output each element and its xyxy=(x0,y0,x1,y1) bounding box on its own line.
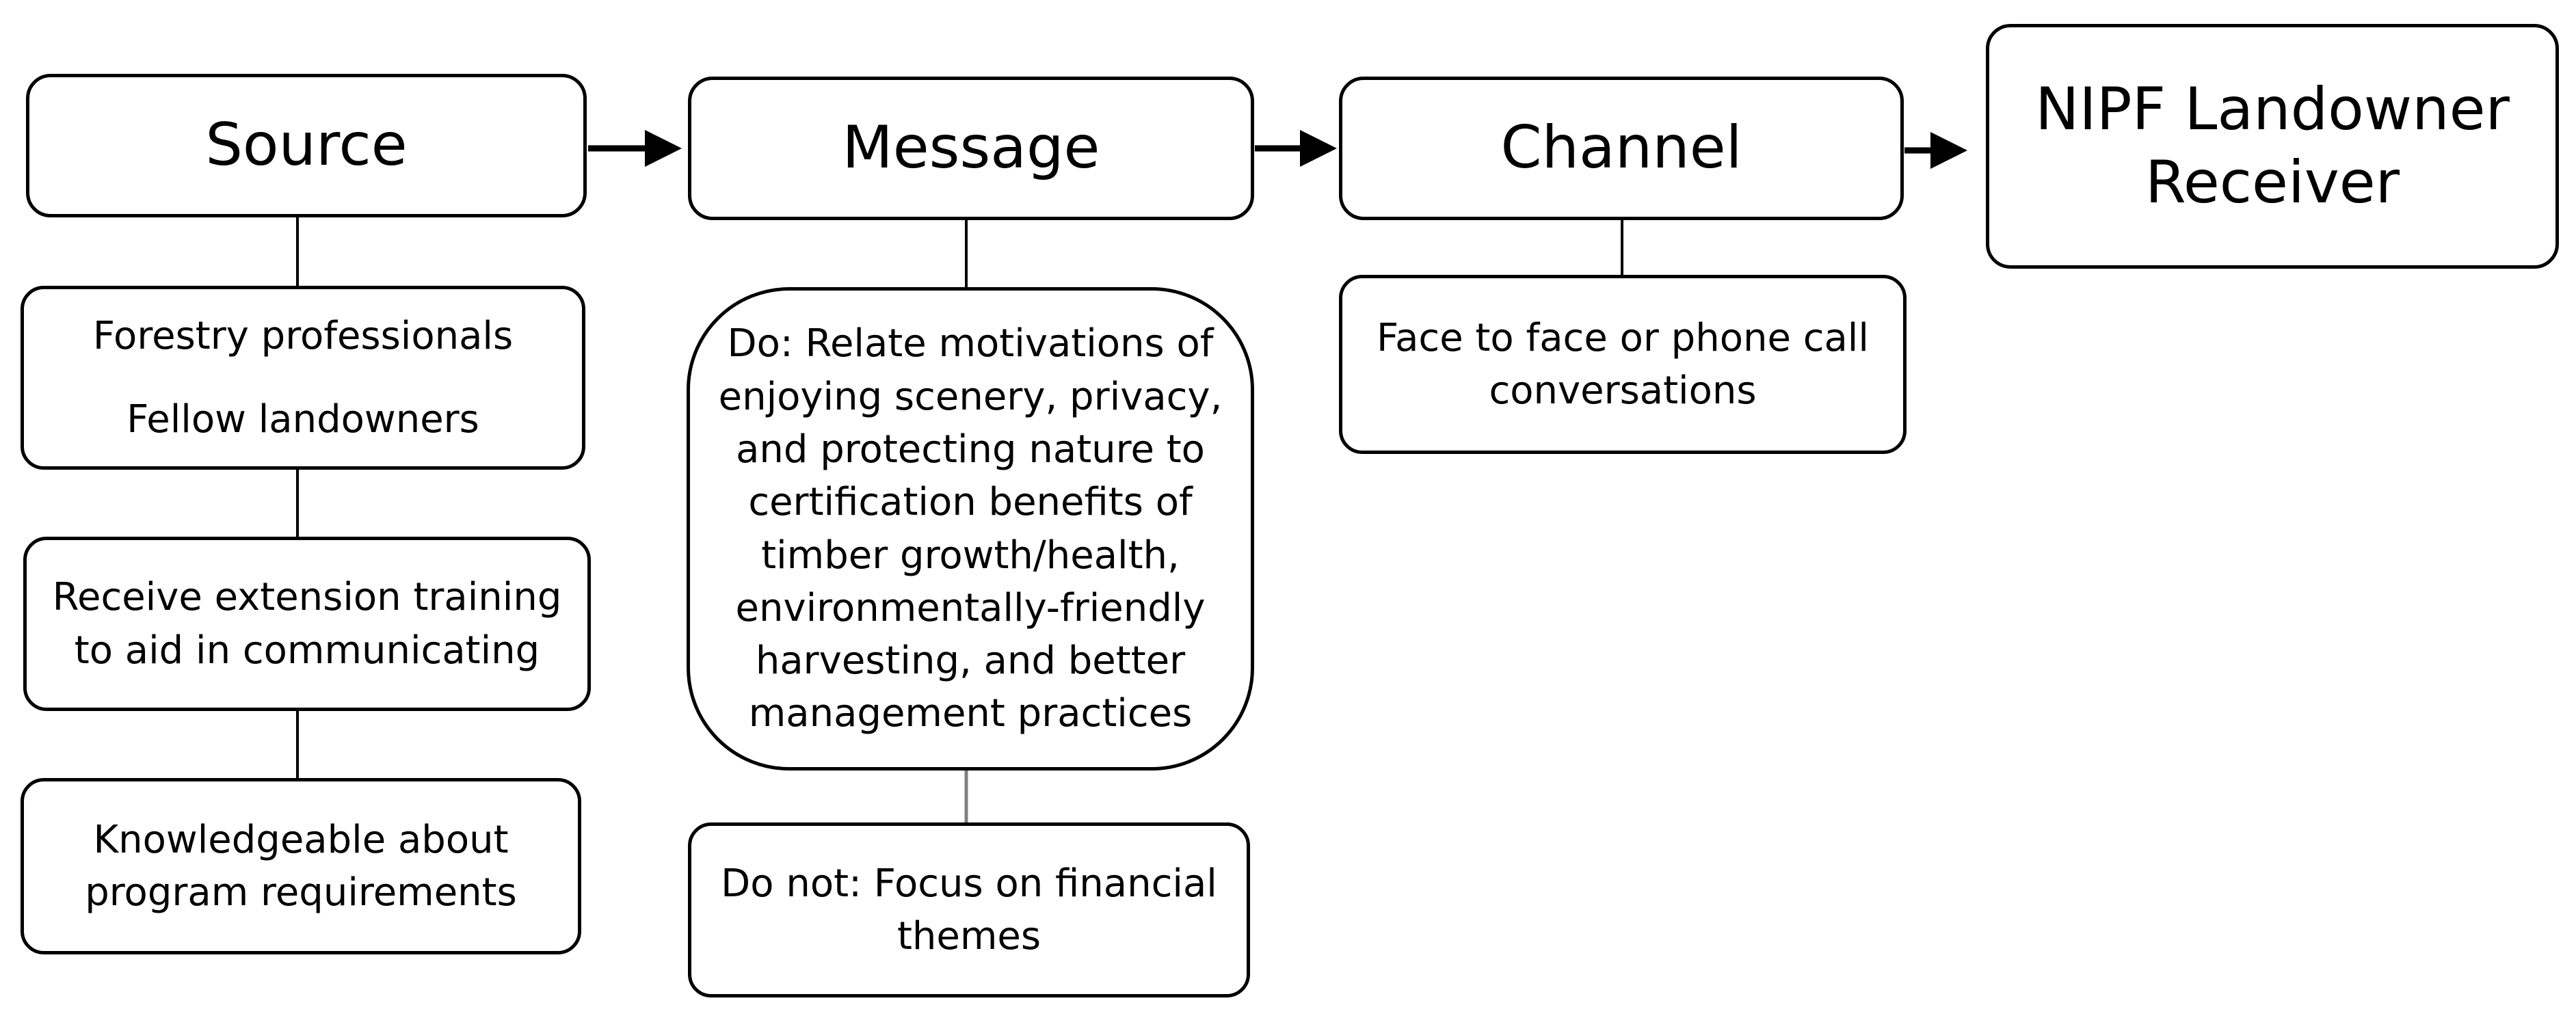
channel-box: Channel xyxy=(1339,77,1904,220)
channel-mode-text: Face to face or phone call conversations xyxy=(1377,315,1869,413)
source-who-line1: Forestry professionals xyxy=(92,314,514,359)
message-donot-text: Do not: Focus on financial themes xyxy=(721,861,1217,959)
source-who-box: Forestry professionals Fellow landowners xyxy=(21,286,585,470)
channel-label: Channel xyxy=(1500,113,1742,183)
source-box: Source xyxy=(26,74,587,217)
message-donot-box: Do not: Focus on financial themes xyxy=(688,822,1250,997)
source-training-box: Receive extension training to aid in com… xyxy=(23,537,591,711)
message-box: Message xyxy=(688,77,1254,220)
message-do-box: Do: Relate motivations of enjoying scene… xyxy=(687,287,1254,771)
receiver-box: NIPF Landowner Receiver xyxy=(1986,24,2559,269)
source-training-text: Receive extension training to aid in com… xyxy=(52,575,562,673)
receiver-label: NIPF Landowner Receiver xyxy=(2035,75,2510,217)
channel-mode-box: Face to face or phone call conversations xyxy=(1339,275,1907,454)
source-knowledge-box: Knowledgeable about program requirements xyxy=(21,778,581,954)
source-label: Source xyxy=(205,111,408,180)
message-label: Message xyxy=(842,113,1100,183)
source-knowledge-text: Knowledgeable about program requirements xyxy=(85,817,517,915)
message-do-text: Do: Relate motivations of enjoying scene… xyxy=(718,321,1223,736)
source-who-line2: Fellow landowners xyxy=(127,397,479,442)
